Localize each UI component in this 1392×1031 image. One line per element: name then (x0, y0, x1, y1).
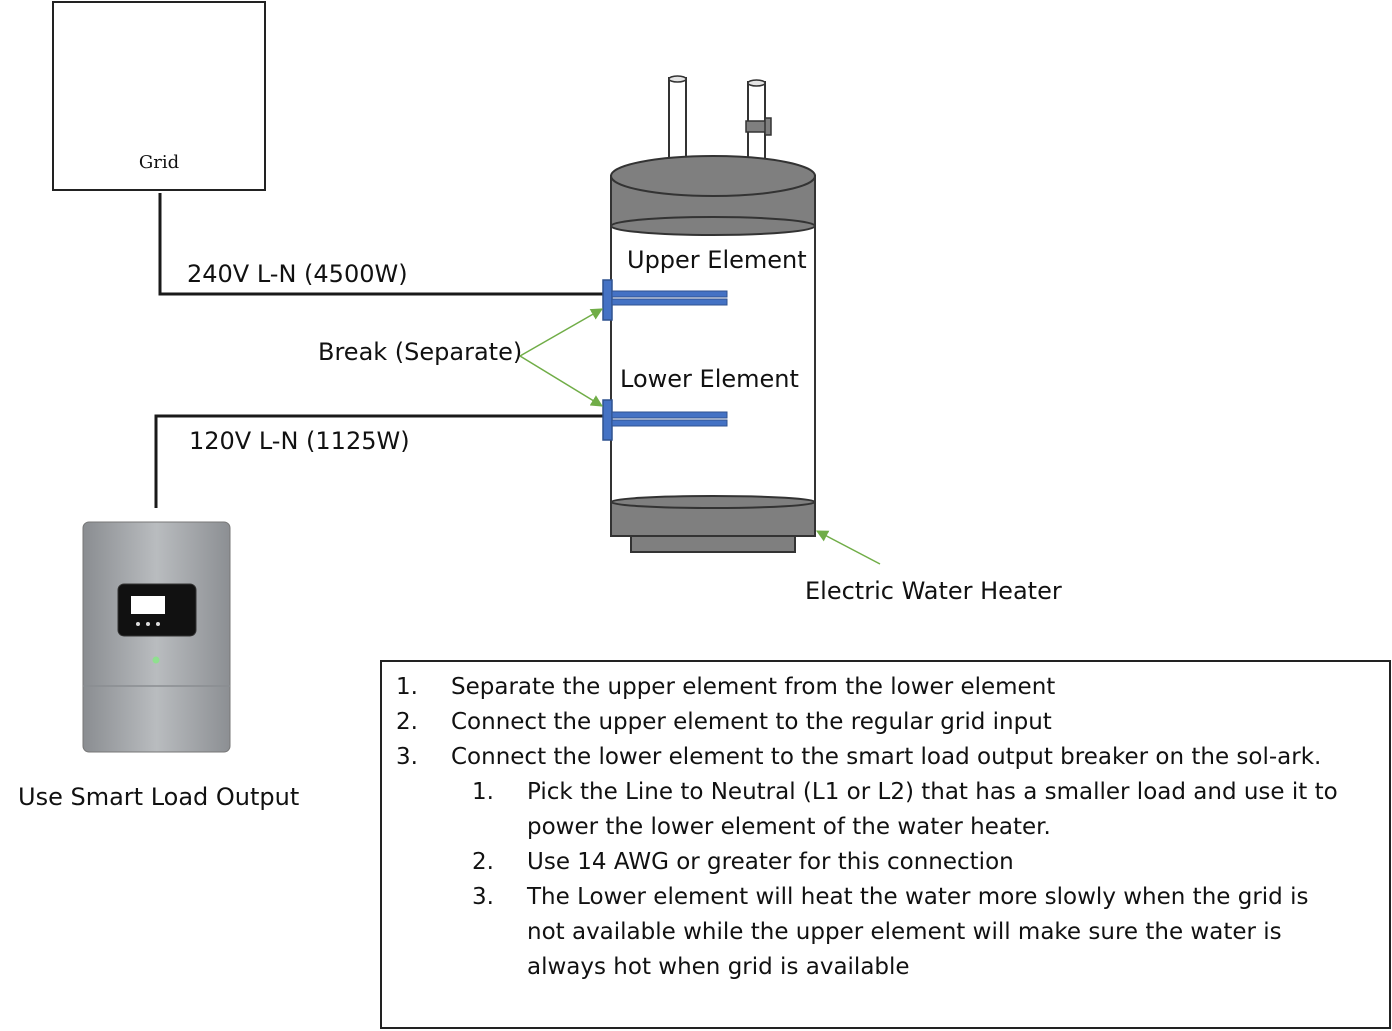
upper-element-label: Upper Element (627, 246, 807, 274)
substep-text: always hot when grid is available (527, 954, 910, 980)
water-heater-label: Electric Water Heater (805, 577, 1062, 605)
substep-text: Use 14 AWG or greater for this connectio… (527, 849, 1014, 875)
step-text: Connect the lower element to the smart l… (451, 744, 1322, 770)
smart-load-label: Use Smart Load Output (18, 783, 300, 811)
break-arrow-upper (519, 308, 604, 357)
substep-number: 1. (472, 779, 494, 805)
substep-text: power the lower element of the water hea… (527, 814, 1051, 840)
water-heater (610, 75, 816, 553)
step-number: 2. (396, 709, 418, 735)
step-text: Connect the upper element to the regular… (451, 709, 1052, 735)
substep-number: 2. (472, 849, 494, 875)
step-number: 1. (396, 674, 418, 700)
lower-wire (154, 414, 606, 508)
upper-wire-label: 240V L-N (4500W) (187, 260, 408, 288)
break-label: Break (Separate) (318, 338, 523, 366)
lower-heating-element (602, 399, 728, 441)
grid-label: Grid (138, 152, 180, 173)
upper-heating-element (602, 279, 728, 321)
instructions-box: 1. Separate the upper element from the l… (380, 660, 1391, 1029)
lower-wire-label: 120V L-N (1125W) (189, 427, 410, 455)
upper-wire (158, 193, 606, 296)
substep-text: Pick the Line to Neutral (L1 or L2) that… (527, 779, 1338, 805)
step-text: Separate the upper element from the lowe… (451, 674, 1056, 700)
substep-text: not available while the upper element wi… (527, 919, 1282, 945)
substep-number: 3. (472, 884, 494, 910)
step-number: 3. (396, 744, 418, 770)
break-arrow-lower (519, 355, 604, 407)
heater-arrow (815, 530, 881, 565)
lower-element-label: Lower Element (620, 365, 799, 393)
grid-box (52, 1, 266, 191)
inverter-device (82, 521, 231, 753)
substep-text: The Lower element will heat the water mo… (527, 884, 1309, 910)
